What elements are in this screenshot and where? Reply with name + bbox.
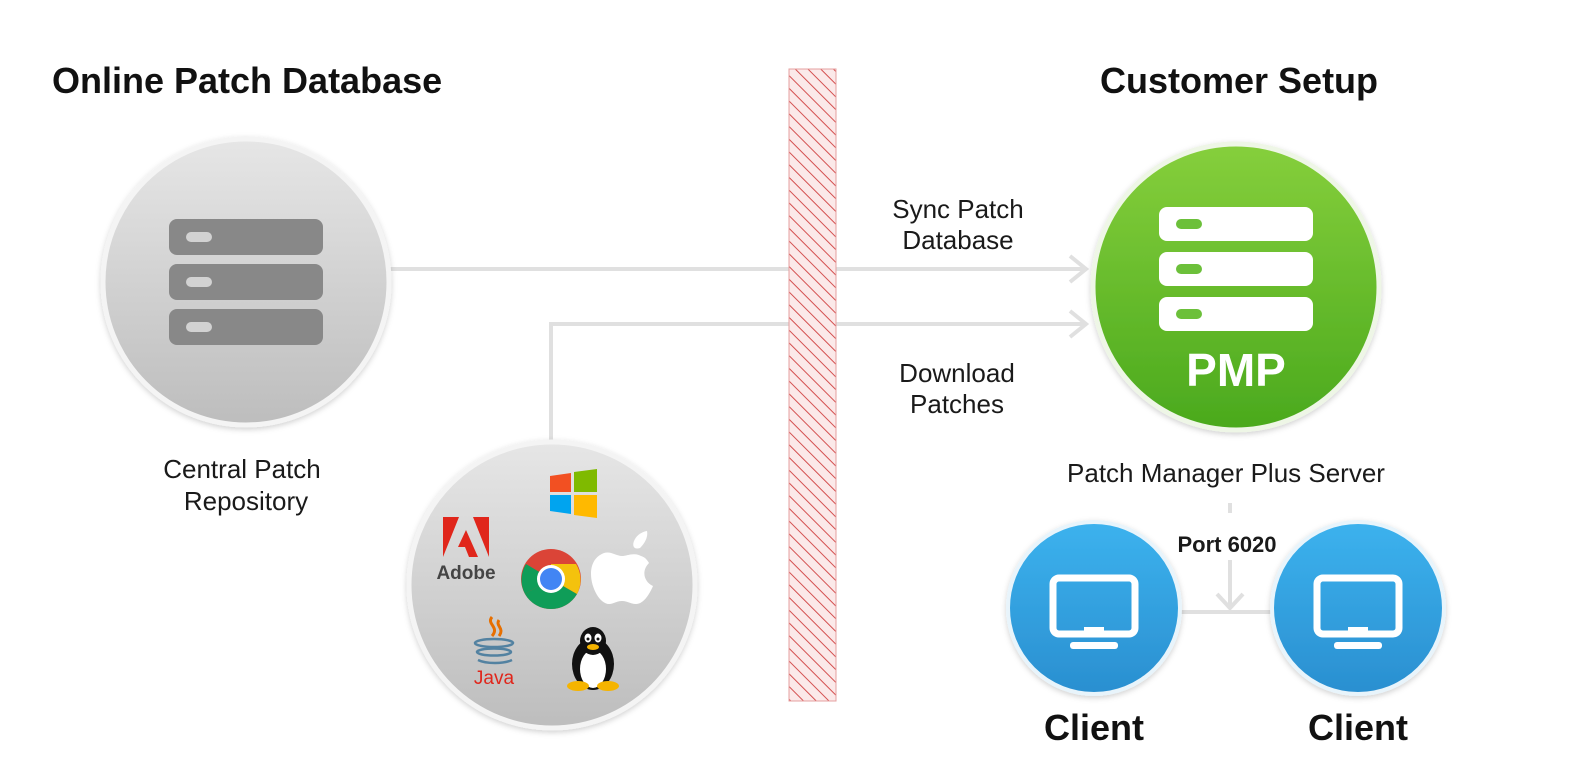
port-6020-label: Port 6020	[1177, 532, 1276, 557]
port-arrowhead	[1215, 592, 1245, 611]
client-circle	[1006, 520, 1182, 696]
download-connector-line	[549, 322, 1084, 445]
linux-tux-icon	[567, 627, 619, 691]
apple-icon	[591, 531, 653, 604]
pmp-server-icon	[1159, 207, 1313, 331]
client-node-2	[1270, 520, 1446, 696]
sync-patch-database-label-line1: Sync Patch	[892, 194, 1024, 224]
client-label-2: Client	[1308, 707, 1408, 748]
heading-customer-setup: Customer Setup	[1100, 60, 1378, 101]
repository-label-line2: Repository	[184, 486, 308, 516]
repository-label-line1: Central Patch	[163, 454, 321, 484]
client-circle	[1270, 520, 1446, 696]
firewall-barrier	[788, 68, 837, 702]
download-patches-label-line2: Patches	[910, 389, 1004, 419]
windows-icon	[550, 469, 597, 518]
client-label-1: Client	[1044, 707, 1144, 748]
server-icon	[169, 219, 323, 345]
adobe-logo-text: Adobe	[436, 563, 495, 584]
java-icon: Java	[473, 616, 515, 689]
sync-arrowhead	[1068, 254, 1090, 284]
adobe-icon: Adobe	[436, 517, 496, 584]
java-logo-text: Java	[474, 668, 515, 689]
vendor-logos-node: Adobe Java	[406, 439, 698, 731]
chrome-icon	[521, 549, 581, 610]
sync-patch-database-label-line2: Database	[902, 225, 1013, 255]
pmp-server-node: PMP	[1090, 141, 1382, 433]
central-patch-repository-node	[100, 136, 392, 428]
connector-lines	[390, 254, 1274, 614]
heading-online-patch-database: Online Patch Database	[52, 60, 442, 101]
pmp-server-label: Patch Manager Plus Server	[1067, 458, 1385, 488]
monitor-icon	[1313, 574, 1403, 649]
monitor-icon	[1049, 574, 1139, 649]
pmp-badge-text: PMP	[1186, 344, 1286, 396]
download-arrowhead	[1068, 309, 1090, 339]
download-patches-label-line1: Download	[899, 358, 1015, 388]
client-node-1	[1006, 520, 1182, 696]
